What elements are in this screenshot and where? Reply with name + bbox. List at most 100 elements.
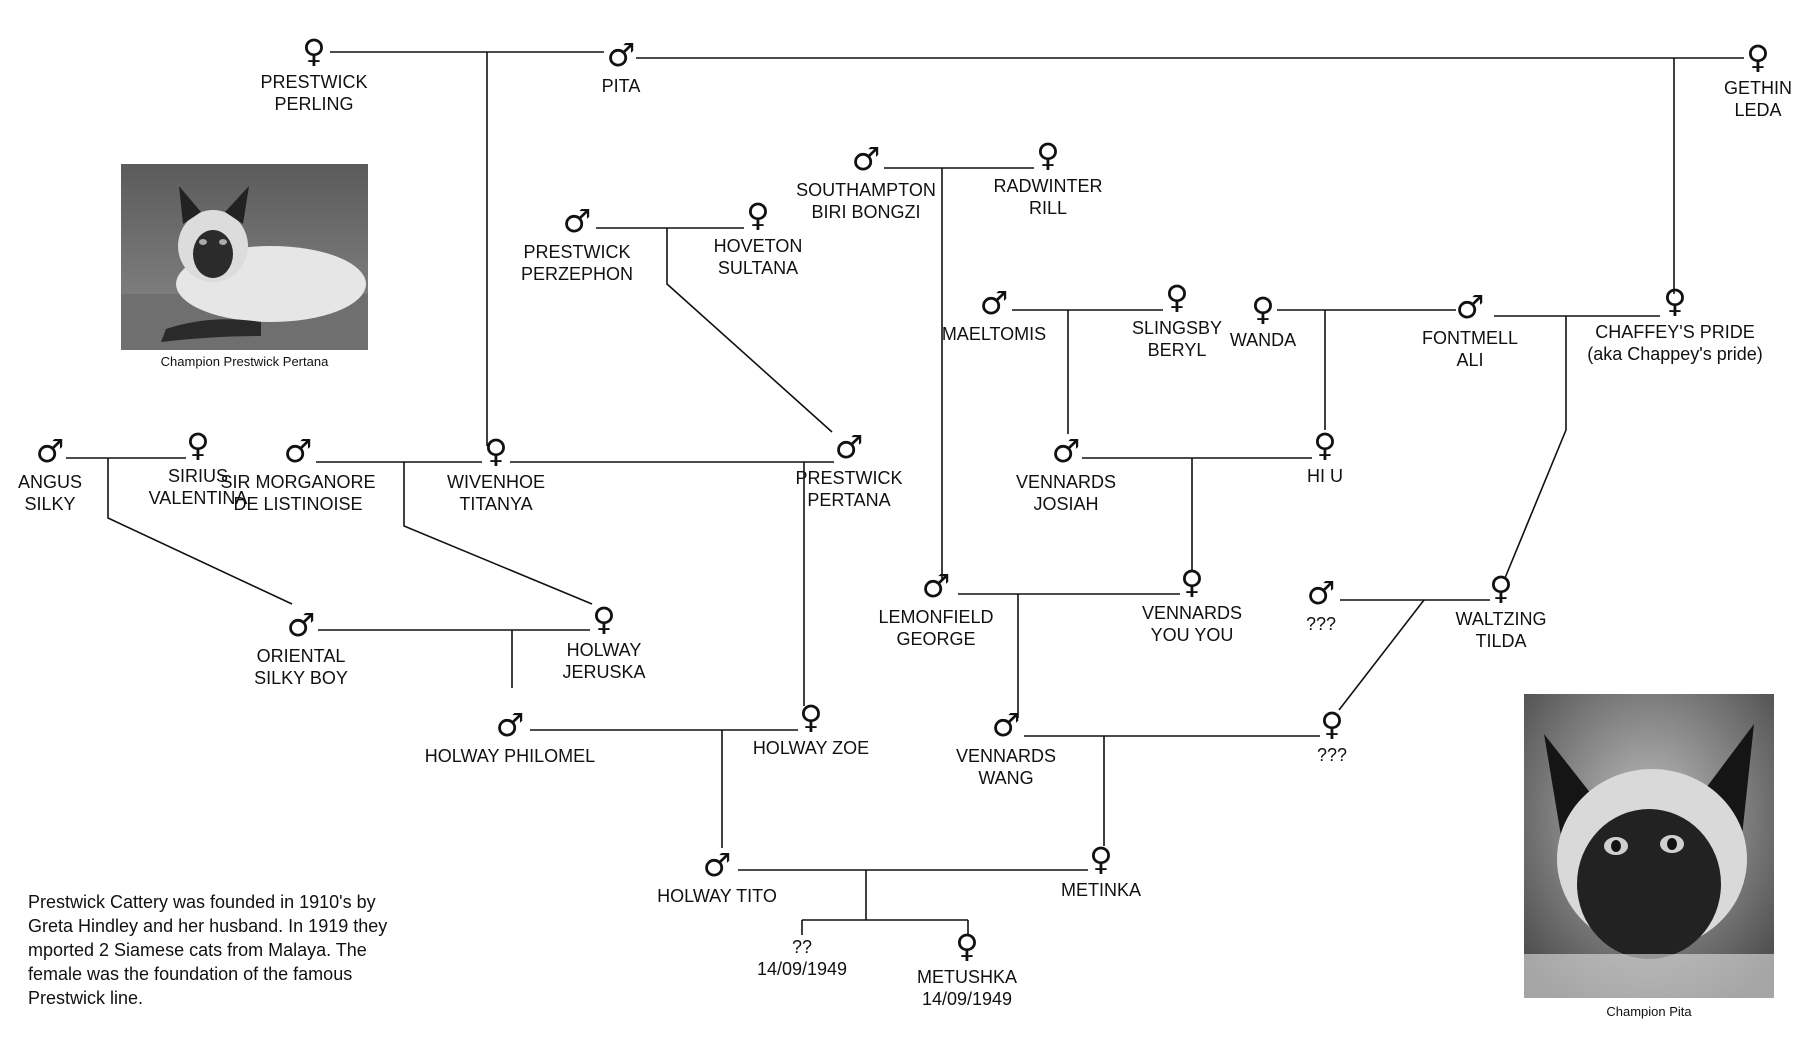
cat-name-label: METUSHKA: [917, 967, 1017, 987]
cat-name-label: ORIENTAL: [257, 646, 346, 666]
cat-name-label: VALENTINA: [149, 488, 248, 508]
female-symbol-icon: ♀: [302, 32, 325, 70]
female-symbol-icon: ♀: [799, 698, 822, 736]
cat-name-label: SOUTHAMPTON: [796, 180, 936, 200]
cat-name-label: CHAFFEY'S PRIDE: [1595, 322, 1754, 342]
cat-name-label: (aka Chappey's pride): [1587, 344, 1763, 364]
cat-node-hiu: ♀HI U: [1307, 426, 1343, 486]
cat-name-label: RADWINTER: [994, 176, 1103, 196]
female-symbol-icon: ♀: [955, 927, 978, 965]
cat-name-label: BIRI BONGZI: [811, 202, 920, 222]
cat-node-metinka: ♀METINKA: [1061, 840, 1141, 900]
cat-name-label: HOVETON: [714, 236, 803, 256]
male-symbol-icon: ♂: [1456, 288, 1485, 326]
cat-name-label: PERZEPHON: [521, 264, 633, 284]
cat-name-label: PRESTWICK: [260, 72, 367, 92]
female-symbol-icon: ♀: [1089, 840, 1112, 878]
cat-name-label: HOLWAY TITO: [657, 886, 777, 906]
female-symbol-icon: ♀: [1663, 282, 1686, 320]
female-symbol-icon: ♀: [1320, 705, 1343, 743]
cat-name-label: 14/09/1949: [922, 989, 1012, 1009]
female-symbol-icon: ♀: [1251, 290, 1274, 328]
cat-name-label: LEDA: [1734, 100, 1781, 120]
cat-name-label: WANDA: [1230, 330, 1296, 350]
cat-name-label: SIR MORGANORE: [220, 472, 375, 492]
cat-name-label: MAELTOMIS: [942, 324, 1046, 344]
pedigree-connector: [107, 458, 293, 605]
male-symbol-icon: ♂: [980, 284, 1009, 322]
cat-name-label: TITANYA: [459, 494, 532, 514]
cat-node-tito: ♂HOLWAY TITO: [657, 846, 777, 906]
cat-name-label: PITA: [602, 76, 641, 96]
male-symbol-icon: ♂: [1052, 432, 1081, 470]
male-symbol-icon: ♂: [496, 706, 525, 744]
cat-name-label: HI U: [1307, 466, 1343, 486]
female-symbol-icon: ♀: [1036, 136, 1059, 174]
pedigree-connector: [403, 462, 593, 605]
female-symbol-icon: ♀: [592, 600, 615, 638]
cat-name-label: VENNARDS: [1016, 472, 1116, 492]
cat-name-label: LEMONFIELD: [878, 607, 993, 627]
cat-name-label: ???: [1317, 745, 1347, 765]
cat-name-label: SULTANA: [718, 258, 798, 278]
cat-name-label: ???: [1306, 614, 1336, 634]
cat-name-label: PRESTWICK: [523, 242, 630, 262]
male-symbol-icon: ♂: [835, 428, 864, 466]
cat-name-label: 14/09/1949: [757, 959, 847, 979]
male-symbol-icon: ♂: [922, 567, 951, 605]
cattery-history-note: Prestwick Cattery was founded in 1910's …: [28, 892, 388, 1008]
female-symbol-icon: ♀: [746, 196, 769, 234]
cat-node-zoe: ♀HOLWAY ZOE: [753, 698, 869, 758]
female-symbol-icon: ♀: [1165, 278, 1188, 316]
cat-name-label: WANG: [978, 768, 1033, 788]
female-symbol-icon: ♀: [1489, 569, 1512, 607]
photo-champion-pita: [1524, 694, 1774, 998]
cat-name-label: VENNARDS: [956, 746, 1056, 766]
male-symbol-icon: ♂: [287, 606, 316, 644]
cat-name-label: PERLING: [274, 94, 353, 114]
cat-name-label: YOU YOU: [1151, 625, 1234, 645]
cat-name-label: DE LISTINOISE: [233, 494, 362, 514]
female-symbol-icon: ♀: [1313, 426, 1336, 464]
male-symbol-icon: ♂: [1307, 574, 1336, 612]
cat-name-label: ??: [792, 937, 812, 957]
cat-name-label: WIVENHOE: [447, 472, 545, 492]
cat-node-wanda: ♀WANDA: [1230, 290, 1296, 350]
cat-node-unk1: ♂???: [1306, 574, 1336, 634]
cat-name-label: VENNARDS: [1142, 603, 1242, 623]
male-symbol-icon: ♂: [284, 432, 313, 470]
cat-name-label: RILL: [1029, 198, 1067, 218]
male-symbol-icon: ♂: [852, 140, 881, 178]
cat-node-pita: ♂PITA: [602, 36, 641, 96]
photo-caption-pertana: Champion Prestwick Pertana: [160, 354, 329, 369]
cat-name-label: PRESTWICK: [795, 468, 902, 488]
cat-name-label: ALI: [1456, 350, 1483, 370]
cat-name-label: METINKA: [1061, 880, 1141, 900]
cat-node-chaffey: ♀CHAFFEY'S PRIDE(aka Chappey's pride): [1587, 282, 1763, 364]
cat-name-label: JOSIAH: [1033, 494, 1098, 514]
pedigree-connector: [1338, 599, 1425, 711]
female-symbol-icon: ♀: [1180, 563, 1203, 601]
cat-name-label: WALTZING: [1456, 609, 1547, 629]
pedigree-connector: [1504, 316, 1567, 579]
cat-name-label: TILDA: [1475, 631, 1526, 651]
